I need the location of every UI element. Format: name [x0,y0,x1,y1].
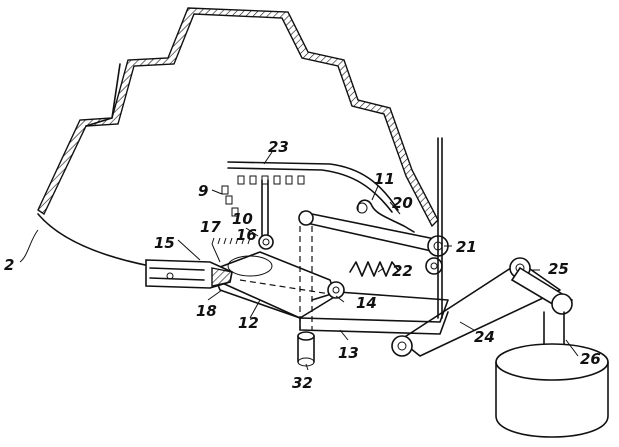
ref-21: 21 [456,238,477,256]
vertical-rod [437,137,443,319]
housing-arc [37,213,151,267]
ref-18: 18 [196,302,217,320]
ref-16: 16 [236,226,257,244]
ref-23: 23 [268,138,289,156]
ref-20: 20 [392,194,413,212]
slider-15 [145,259,233,289]
ref-11: 11 [374,170,395,188]
ref-15: 15 [154,234,175,252]
post-32 [297,331,315,367]
link-21 [298,210,449,275]
ref-14: 14 [356,294,377,312]
serration-17 [211,237,251,245]
ref-24: 24 [474,328,495,346]
spring-22 [349,261,399,277]
upper-arm [221,161,399,217]
cam-housing [37,7,439,267]
ref-17: 17 [200,218,221,236]
pivot-14 [327,281,345,299]
crank-arm-24 [399,257,574,357]
housing-inner-edge [85,63,121,127]
ref-25: 25 [548,260,569,278]
ref-9: 9 [198,182,208,200]
plate-pivot [391,335,413,357]
central-shaft [299,216,313,330]
callout-labels: 2 9 10 11 12 13 14 15 16 17 18 20 21 22 … [4,138,601,392]
ref-2: 2 [4,256,14,274]
pivot-10 [258,234,274,250]
upper-arm-bar [227,161,399,213]
ref-32: 32 [292,374,313,392]
tooth-row [221,175,305,217]
ref-26: 26 [580,350,601,368]
hook-11 [357,199,415,233]
lever-10 [261,179,269,237]
ref-10: 10 [232,210,253,228]
housing-hatched-wall [37,7,439,228]
ref-12: 12 [238,314,259,332]
leader-lines [19,151,579,371]
weight-26 [495,311,609,438]
ref-13: 13 [338,344,359,362]
ref-22: 22 [392,262,413,280]
